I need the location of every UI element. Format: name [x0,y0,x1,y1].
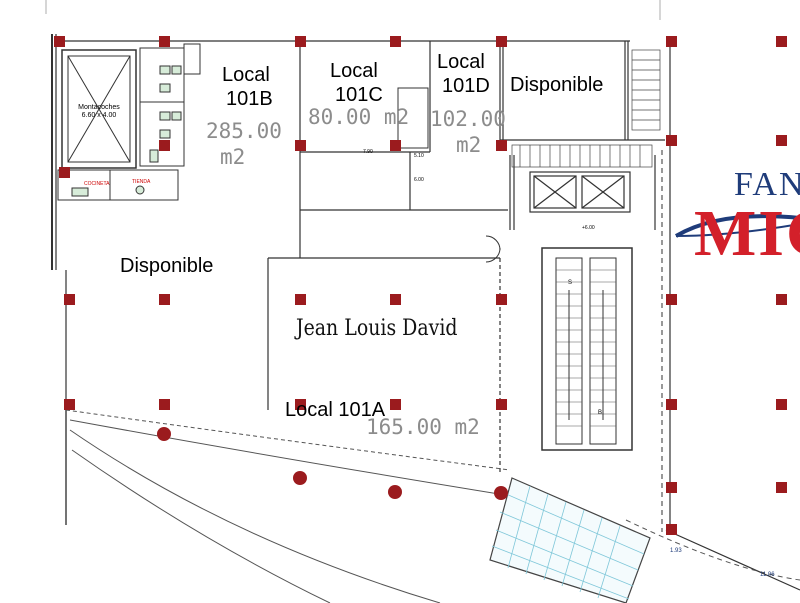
car-lift-label: Montacoches 6.60 x 4.00 [70,104,128,119]
disponible-left-label: Disponible [120,255,214,277]
dimension-1106: 11.06 [760,572,775,578]
dimension-193: 1.93 [670,548,682,554]
dimension-600: 6.00 [414,177,424,183]
brand-logo-line2: MIG [694,197,800,270]
tienda-label: TIENDA [132,179,151,185]
glass-canopy [489,477,651,603]
door-swings [485,235,501,263]
car-lift-label-line1: Montacoches [78,104,120,111]
stairs [511,49,661,168]
local-101c-label: Local [330,60,378,82]
local-101a-label: Local 101A [285,399,386,421]
local-101b-area-value: 285.00 [206,119,282,143]
curved-facade [65,409,800,603]
escalators [541,247,633,451]
level-label: +6.00 [582,225,595,231]
columns [54,36,787,535]
local-101b-area-unit: m2 [220,145,246,169]
building-outline [45,0,800,591]
restrooms [139,43,201,167]
disponible-top-label: Disponible [510,74,604,96]
local-101c-code: 101C [335,84,383,106]
round-columns [157,427,508,500]
dimension-790: 7.90 [363,149,373,155]
local-101d-code: 101D [442,75,490,97]
car-lift-label-line2: 6.60 x 4.00 [81,111,117,119]
local-101d-area-value: 102.00 [430,107,506,131]
local-101a-area: 165.00 m2 [366,415,480,439]
escalator-b-label: B [598,410,603,416]
local-101c-detail [397,87,429,149]
cocineta-label: COCINETA [84,181,110,187]
tenant-jean-louis-david: Jean Louis David [296,316,458,341]
kitchenette [57,169,179,201]
local-101b-label: Local [222,64,270,86]
local-101b-code: 101B [226,88,273,110]
elevators [509,155,656,230]
car-lift [61,49,137,169]
escalator-s-label: S [568,280,573,286]
brand-swoosh [674,214,800,238]
local-101d-area-unit: m2 [456,133,482,157]
local-101d-label: Local [437,51,485,73]
dimension-510: 5.10 [414,153,424,159]
local-101c-area: 80.00 m2 [308,105,410,129]
brand-logo-line1: FAN [734,166,800,203]
